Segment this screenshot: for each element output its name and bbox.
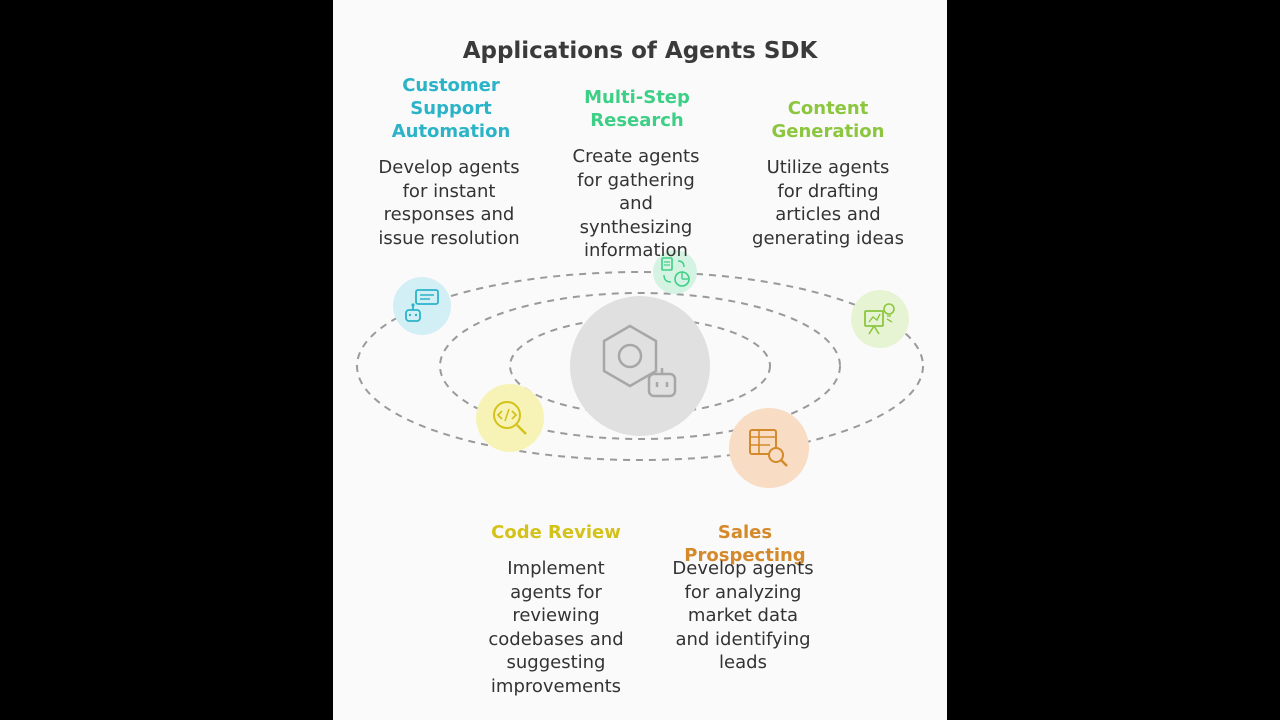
customer-support-description: Develop agents for instant responses and… (378, 157, 520, 249)
sales-prospecting-description: Develop agents for analyzing market data… (672, 558, 814, 673)
content-generation-node (851, 290, 909, 348)
hub-circle (570, 296, 710, 436)
code-review-node (476, 384, 544, 452)
research-flow-icon (661, 257, 690, 287)
customer-support-heading: Customer Support Automation (391, 75, 511, 142)
multi-step-research-description: Create agents for gathering and synthesi… (572, 146, 700, 261)
agent-sdk-icon (602, 324, 677, 398)
code-review-description: Implement agents for reviewing codebases… (488, 558, 624, 697)
diagram-canvas: Applications of Agents SDK (333, 0, 947, 720)
content-generation-heading: Content Generation (771, 98, 885, 142)
chatbot-icon (405, 289, 439, 322)
code-search-icon (493, 401, 527, 435)
table-search-icon (749, 429, 788, 467)
multi-step-research-heading: Multi-Step Research (584, 87, 690, 131)
diagram-title: Applications of Agents SDK (462, 38, 818, 64)
outer-orbit (356, 271, 924, 461)
customer-support-node (393, 277, 451, 335)
middle-orbit (439, 292, 841, 440)
presentation-idea-icon (864, 303, 895, 335)
code-review-heading: Code Review (491, 522, 621, 543)
sales-prospecting-heading: Sales Prospecting (684, 522, 806, 566)
multi-step-research-node (653, 250, 697, 294)
sales-prospecting-node (729, 408, 809, 488)
content-generation-description: Utilize agents for drafting articles and… (752, 157, 904, 249)
